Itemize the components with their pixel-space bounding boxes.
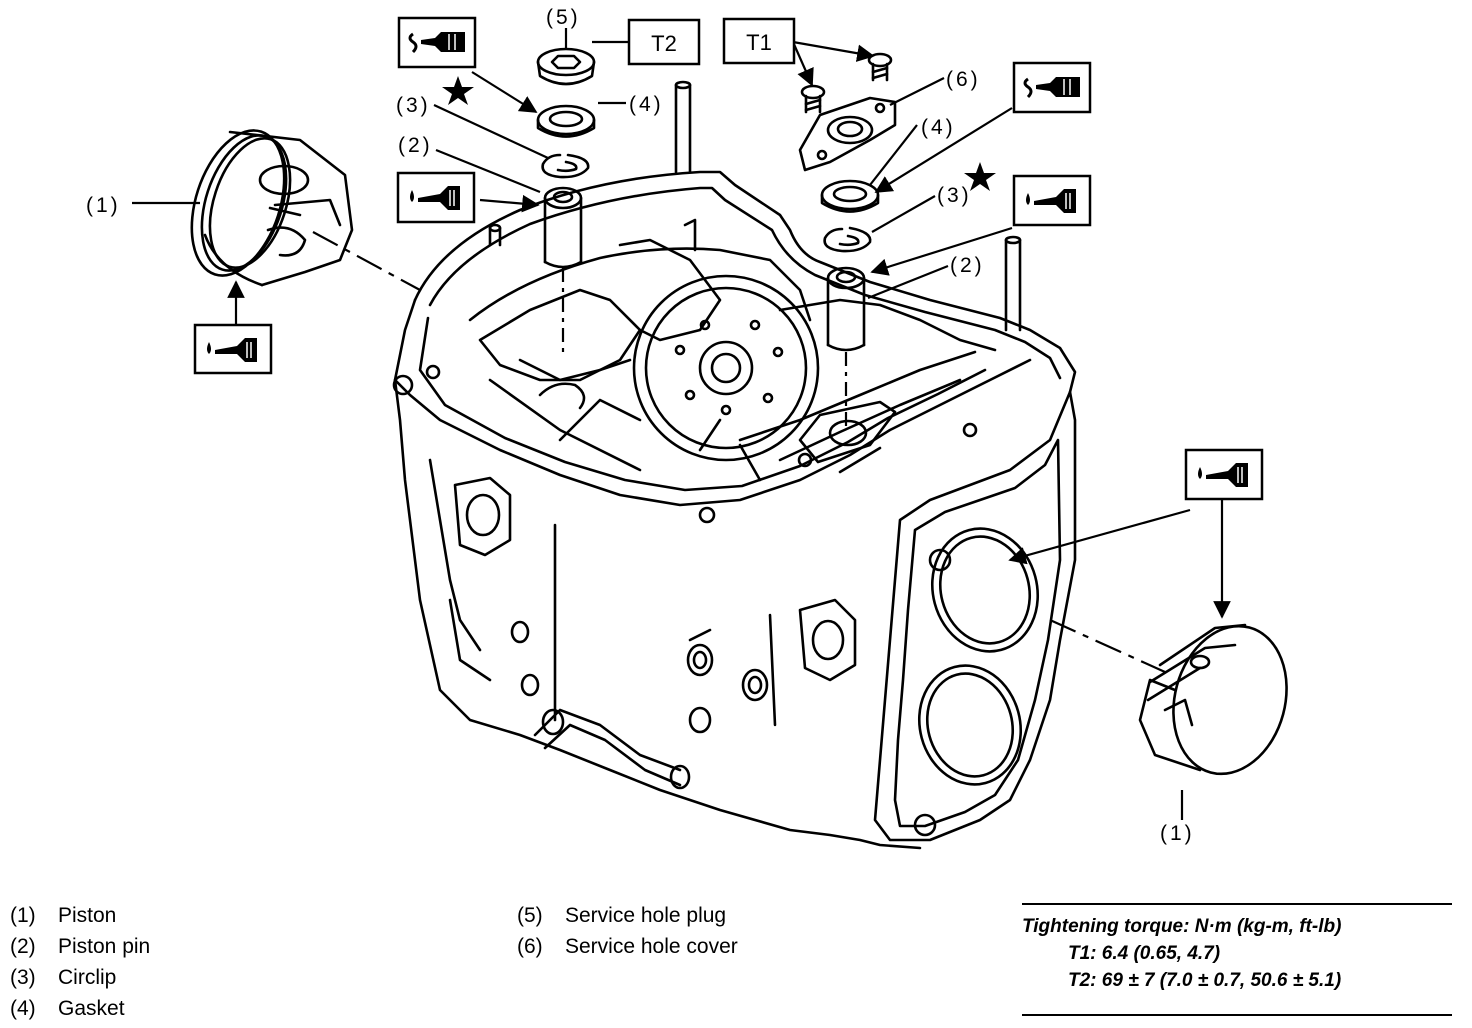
- callout-3-right: (3): [937, 184, 972, 207]
- callout-1-left: (1): [86, 194, 121, 217]
- callout-2-left: (2): [398, 134, 433, 157]
- torque-title: Tightening torque: N·m (kg-m, ft-lb): [1022, 916, 1342, 937]
- service-hole-plug: [536, 47, 596, 86]
- bolt-left: [800, 84, 826, 114]
- oil-box-4: [1184, 448, 1264, 501]
- bolt-right: [867, 52, 893, 82]
- torque-box-t1: T1: [722, 17, 796, 65]
- piston-left: [190, 129, 354, 287]
- leader-lines: [132, 28, 1184, 820]
- legend-left: (1)Piston (2)Piston pin (3)Circlip (4)Ga…: [10, 900, 150, 1024]
- crankcase-half: [392, 80, 1077, 850]
- torque-t1-spec: T1: 6.4 (0.65, 4.7): [1068, 943, 1221, 964]
- legend-item: (3)Circlip: [10, 966, 117, 989]
- circlip-left: [541, 153, 590, 179]
- torque-label-t1: T1: [746, 30, 772, 55]
- service-hole-cover: [798, 96, 897, 172]
- legend-item: (6)Service hole cover: [517, 935, 738, 958]
- legend-right: (5)Service hole plug (6)Service hole cov…: [517, 900, 738, 962]
- callout-4-left: (4): [629, 93, 664, 116]
- callout-3-left: (3): [396, 94, 431, 117]
- engine-block-diagram: T2 T1 (1) (1) (2) (2) (3) (3) (4) (4) (5…: [86, 6, 1288, 850]
- torque-t2-spec: T2: 69 ± 7 (7.0 ± 0.7, 50.6 ± 5.1): [1068, 970, 1342, 991]
- gasket-right: [820, 179, 880, 213]
- legend-item: (4)Gasket: [10, 997, 125, 1020]
- torque-box-t2: T2: [627, 18, 701, 66]
- callout-4-right: (4): [921, 116, 956, 139]
- legend-item: (2)Piston pin: [10, 935, 151, 958]
- callout-5: (5): [546, 6, 581, 29]
- torque-spec-block: Tightening torque: N·m (kg-m, ft-lb) T1:…: [1022, 903, 1452, 1016]
- star-icon-right: [964, 162, 996, 191]
- arrow-lines: [227, 40, 1231, 619]
- oil-box-1: [396, 171, 476, 224]
- sealant-box-2: [1012, 61, 1092, 114]
- gasket-left: [536, 104, 596, 138]
- centerline-left-piston: [312, 231, 421, 291]
- oil-box-3: [1012, 174, 1092, 227]
- circlip-right: [823, 226, 872, 253]
- callout-6: (6): [946, 68, 981, 91]
- callout-2-right: (2): [950, 254, 985, 277]
- legend-item: (1)Piston: [10, 904, 117, 927]
- oil-box-2: [193, 323, 273, 375]
- piston-pin-right: [826, 266, 866, 352]
- sealant-box-1: [397, 16, 477, 69]
- centerline-right-piston: [1049, 618, 1166, 674]
- piston-right: [1138, 623, 1288, 776]
- callout-labels: (1) (1) (2) (2) (3) (3) (4) (4) (5) (6): [86, 6, 1195, 845]
- callout-1-right: (1): [1160, 822, 1195, 845]
- star-icon-left: [442, 76, 474, 105]
- legend-item: (5)Service hole plug: [517, 904, 727, 927]
- piston-pin-left: [543, 186, 583, 269]
- torque-label-t2: T2: [651, 31, 677, 56]
